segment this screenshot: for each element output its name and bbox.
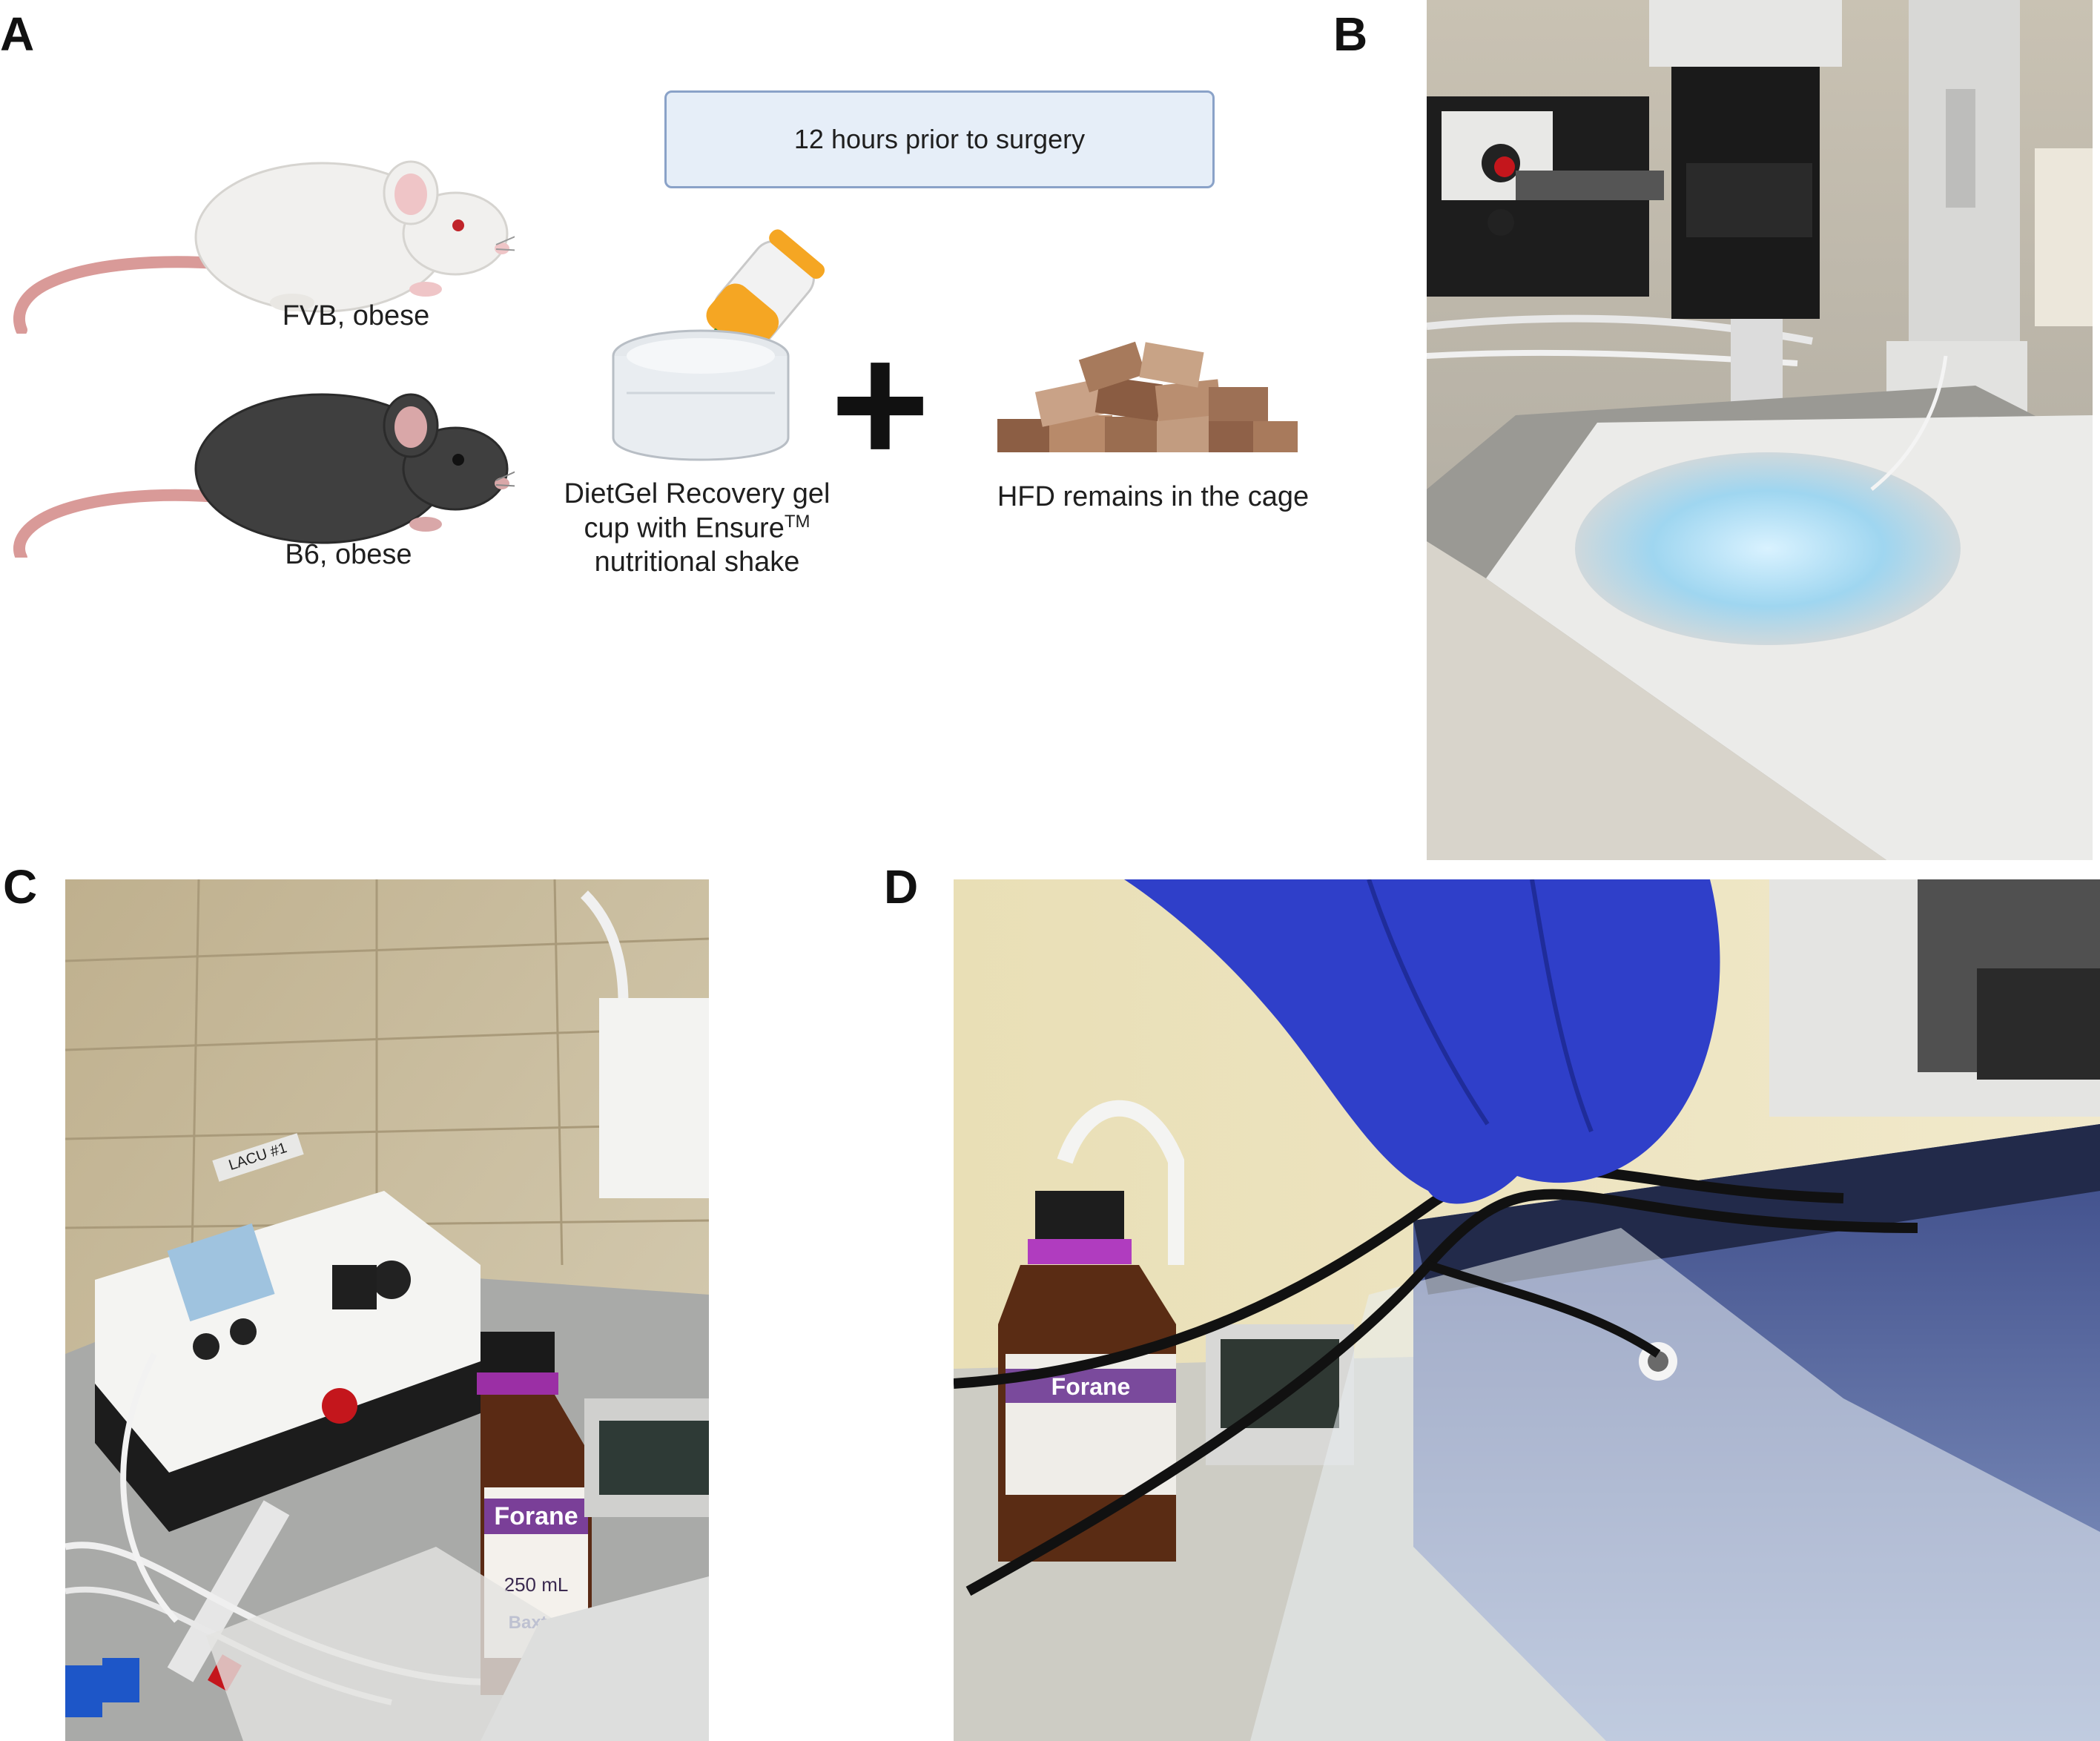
glove-bag-photo: Forane — [954, 879, 2100, 1741]
microscope-setup-photo — [1427, 0, 2093, 860]
forane-label-text-d: Forane — [1051, 1373, 1131, 1400]
b6-mouse-illustration — [13, 393, 515, 558]
hfd-label: HFD remains in the cage — [997, 481, 1310, 512]
gel-cup-with-bottle-illustration — [612, 229, 825, 461]
forane-volume-text: 250 mL — [504, 1573, 569, 1596]
panel-letter-b: B — [1333, 7, 1368, 61]
panel-letter-d: D — [884, 860, 919, 914]
gel-label-tm: TM — [784, 511, 810, 532]
hfd-chow-pile-illustration — [997, 341, 1298, 452]
gel-label-line-2-text: cup with Ensure — [584, 512, 785, 544]
fvb-mouse-label: FVB, obese — [282, 300, 430, 331]
panel-letter-c: C — [3, 860, 38, 914]
timing-box: 12 hours prior to surgery — [664, 90, 1215, 188]
b6-mouse-label: B6, obese — [285, 539, 412, 570]
panel-letter-a: A — [0, 7, 35, 61]
gel-label-line-1: DietGel Recovery gel — [564, 478, 831, 509]
timing-box-text: 12 hours prior to surgery — [793, 124, 1086, 154]
gel-cup-label: DietGel Recovery gel cup with EnsureTM n… — [549, 478, 845, 579]
gel-label-line-3: nutritional shake — [594, 546, 800, 578]
fvb-mouse-illustration — [13, 160, 515, 334]
anesthesia-setup-photo: LACU #1 Forane 250 mL Baxter — [65, 879, 709, 1741]
gel-label-line-2: cup with EnsureTM — [549, 512, 845, 546]
forane-label-text: Forane — [494, 1502, 578, 1530]
plus-sign: + — [830, 308, 931, 499]
